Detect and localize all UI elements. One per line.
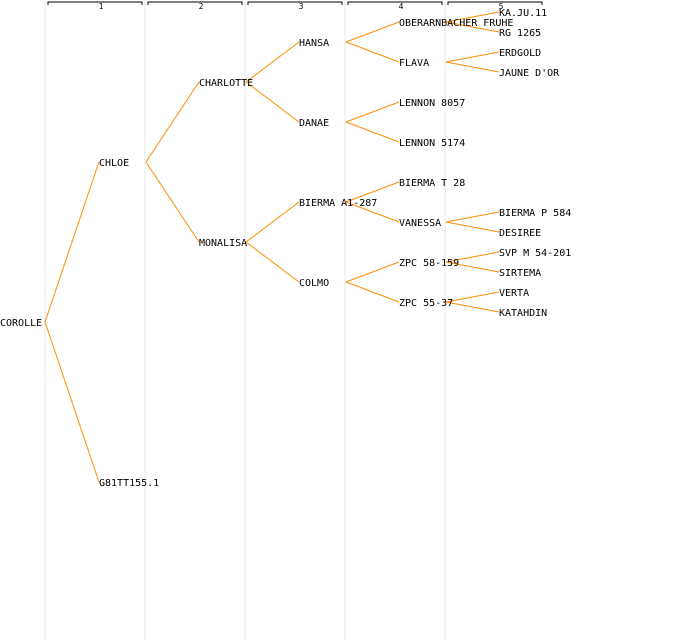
- edge-vanessa-desiree: [445, 221, 500, 233]
- generation-label-4: 4: [399, 2, 404, 11]
- node-lennon-5174[interactable]: LENNON 5174: [399, 138, 465, 149]
- generation-header: 1 2 3 4 5: [47, 1, 543, 11]
- node-jaune-d-or[interactable]: JAUNE D'OR: [499, 68, 560, 79]
- edge-corolle-chloe: [44, 161, 100, 323]
- node-vanessa[interactable]: VANESSA: [399, 218, 441, 229]
- node-bierma-t-28[interactable]: BIERMA T 28: [399, 178, 465, 189]
- edge-danae-lennon8057: [345, 101, 400, 123]
- node-oberarnbacher-fruhe[interactable]: OBERARNBACHER FRUHE: [399, 18, 513, 29]
- edge-flava-erdgold: [445, 51, 500, 63]
- node-lennon-8057[interactable]: LENNON 8057: [399, 98, 465, 109]
- edge-zpc55-verta: [445, 291, 500, 303]
- node-erdgold[interactable]: ERDGOLD: [499, 48, 541, 59]
- edge-zpc58-sirtema: [445, 261, 500, 273]
- edge-charlotte-hansa: [245, 41, 300, 83]
- node-colmo[interactable]: COLMO: [299, 278, 329, 289]
- generation-bracket-3: [247, 1, 343, 5]
- node-sirtema[interactable]: SIRTEMA: [499, 268, 541, 279]
- node-charlotte[interactable]: CHARLOTTE: [199, 78, 253, 89]
- node-danae[interactable]: DANAE: [299, 118, 329, 129]
- node-svp-m-54-201[interactable]: SVP M 54-201: [499, 248, 571, 259]
- pedigree-labels: COROLLE CHLOE G81TT155.1 CHARLOTTE MONAL…: [0, 8, 571, 489]
- node-hansa[interactable]: HANSA: [299, 38, 329, 49]
- generation-bracket-5: [447, 1, 543, 5]
- edge-corolle-g81tt: [44, 321, 100, 483]
- edge-oberarnbacher-kaju: [445, 11, 500, 23]
- edge-oberarnbacher-rg1265: [445, 21, 500, 33]
- node-desiree[interactable]: DESIREE: [499, 228, 541, 239]
- edge-hansa-flava: [345, 41, 400, 63]
- edge-zpc55-katahdin: [445, 301, 500, 313]
- node-katahdin[interactable]: KATAHDIN: [499, 308, 547, 319]
- node-zpc-58-159[interactable]: ZPC 58-159: [399, 258, 459, 269]
- edge-flava-jaune: [445, 61, 500, 73]
- generation-label-3: 3: [299, 2, 304, 11]
- node-g81tt155-1[interactable]: G81TT155.1: [99, 478, 159, 489]
- edge-colmo-zpc55: [345, 281, 400, 303]
- node-bierma-a1-287[interactable]: BIERMA A1-287: [299, 198, 377, 209]
- generation-label-1: 1: [99, 2, 104, 11]
- generation-bracket-4: [347, 1, 443, 5]
- generation-bracket-1: [47, 1, 143, 5]
- node-flava[interactable]: FLAVA: [399, 58, 429, 69]
- edge-charlotte-danae: [245, 81, 300, 123]
- generation-label-2: 2: [199, 2, 204, 11]
- edge-danae-lennon5174: [345, 121, 400, 143]
- node-zpc-55-37[interactable]: ZPC 55-37: [399, 298, 453, 309]
- edge-bierma_a1-bierma_t28: [345, 181, 400, 203]
- column-guides: [44, 0, 446, 640]
- node-chloe[interactable]: CHLOE: [99, 158, 129, 169]
- edge-monalisa-bierma_a1: [245, 201, 300, 243]
- node-corolle[interactable]: COROLLE: [0, 318, 42, 329]
- node-monalisa[interactable]: MONALISA: [199, 238, 247, 249]
- edge-hansa-oberarnbacher: [345, 21, 400, 43]
- edge-zpc58-svp: [445, 251, 500, 263]
- edge-chloe-charlotte: [145, 81, 200, 163]
- pedigree-edges: [44, 11, 500, 483]
- node-bierma-p-584[interactable]: BIERMA P 584: [499, 208, 571, 219]
- edge-vanessa-bierma_p584: [445, 211, 500, 223]
- edge-bierma_a1-vanessa: [345, 201, 400, 223]
- edge-colmo-zpc58: [345, 261, 400, 283]
- edge-monalisa-colmo: [245, 241, 300, 283]
- node-ka-ju-11[interactable]: KA.JU.11: [499, 8, 547, 19]
- generation-label-5: 5: [499, 2, 504, 11]
- node-rg-1265[interactable]: RG 1265: [499, 28, 541, 39]
- node-verta[interactable]: VERTA: [499, 288, 529, 299]
- generation-bracket-2: [147, 1, 243, 5]
- edge-chloe-monalisa: [145, 161, 200, 243]
